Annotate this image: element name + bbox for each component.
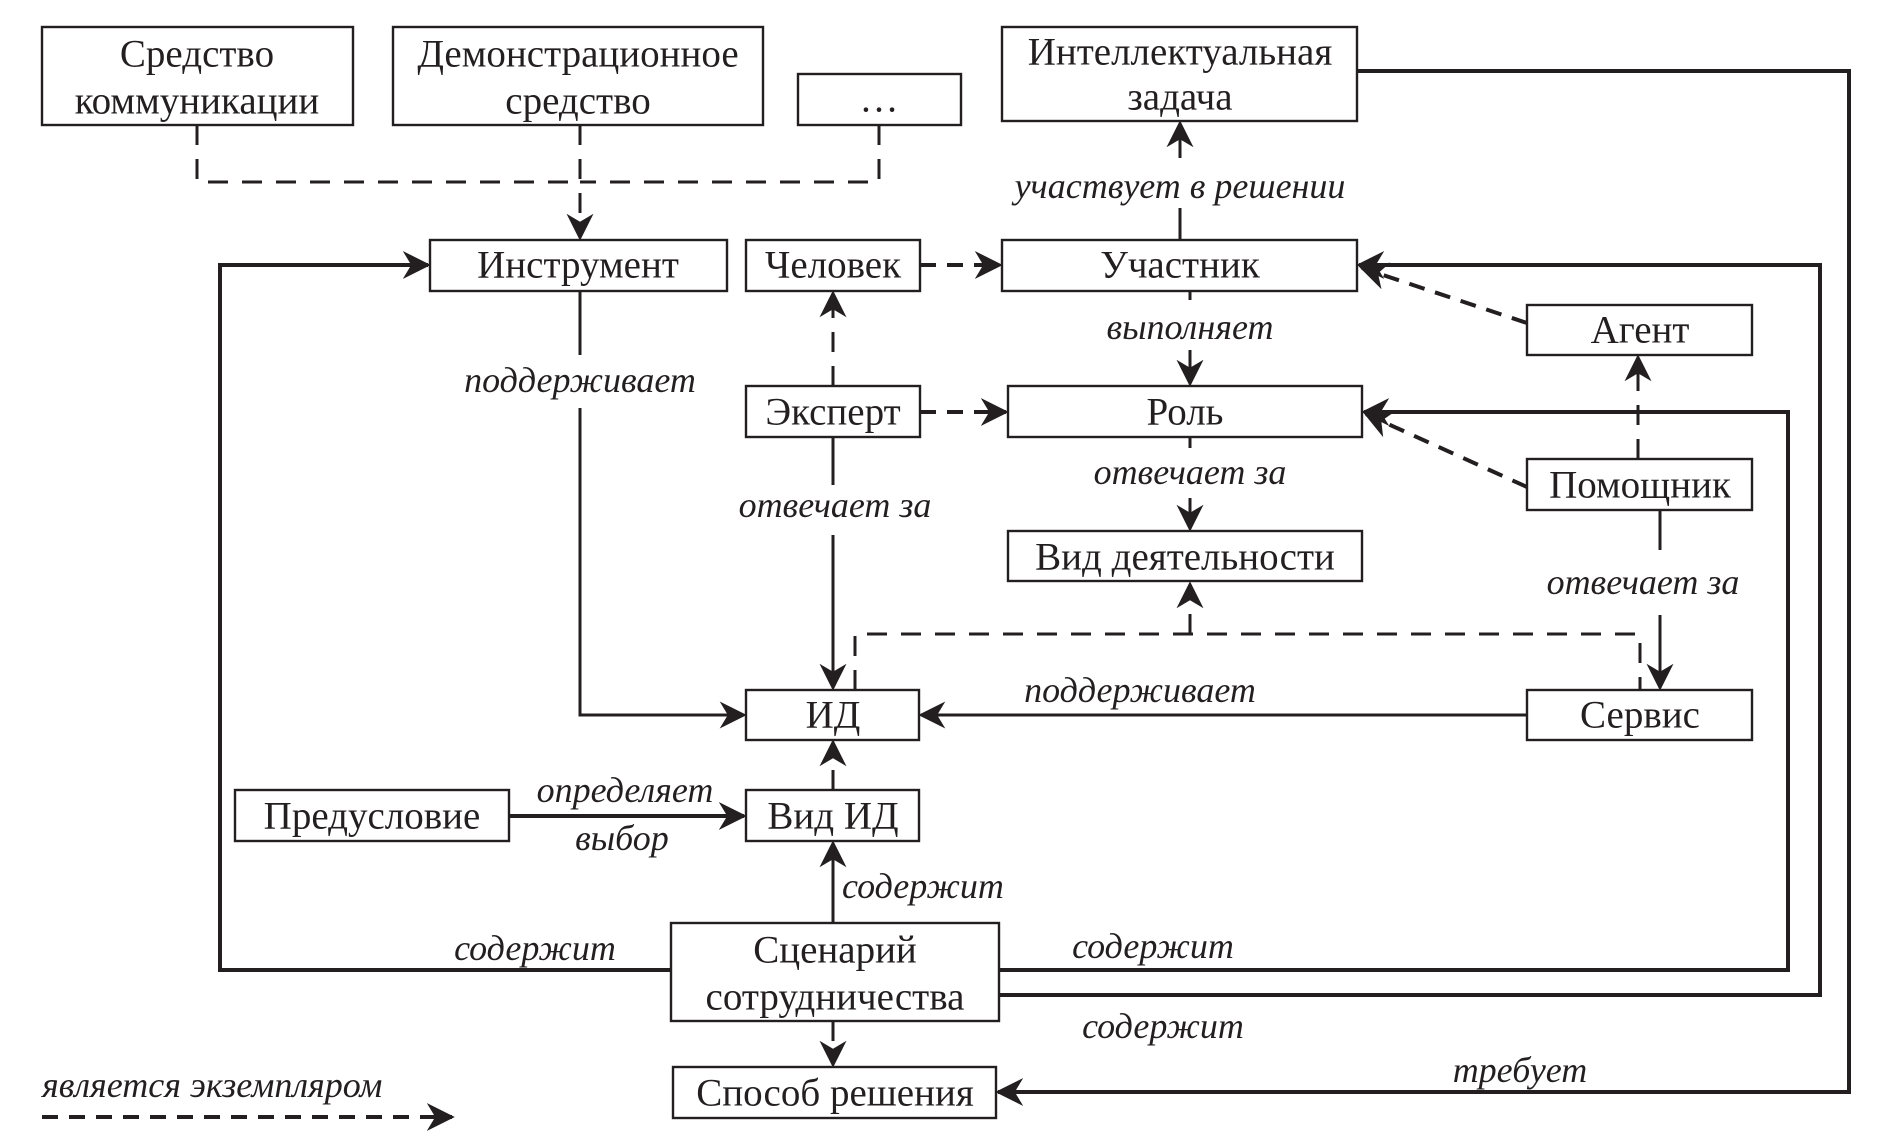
- edge-label-performs: выполняет: [1107, 307, 1274, 347]
- node-demo-means[interactable]: Демонстрационное средство: [391, 25, 765, 127]
- node-label: Человек: [765, 244, 901, 287]
- node-service[interactable]: Сервис: [1525, 688, 1754, 742]
- edge-scenario-to-participant: [999, 251, 1822, 997]
- node-label: Интеллектуальная: [1028, 31, 1333, 74]
- node-label: Способ решения: [696, 1072, 974, 1115]
- node-label: Вид ИД: [767, 795, 898, 838]
- node-label: Эксперт: [765, 391, 900, 434]
- edge-label-participates: участвует в решении: [1012, 166, 1346, 206]
- edge-label-supports-instrument: поддерживает: [464, 360, 696, 400]
- node-id[interactable]: ИД: [744, 688, 921, 742]
- node-label: Демонстрационное: [417, 33, 738, 76]
- node-label: …: [860, 78, 899, 121]
- edge-label-contains-instrument: содержит: [454, 928, 616, 968]
- edge-task-to-solution: [995, 69, 1851, 1106]
- node-label: Средство: [120, 33, 274, 76]
- node-participant[interactable]: Участник: [1000, 238, 1359, 293]
- edge-label-supports-service: поддерживает: [1024, 670, 1256, 710]
- node-agent[interactable]: Агент: [1525, 303, 1754, 357]
- edge-label-requires: требует: [1453, 1050, 1588, 1090]
- node-label: ИД: [806, 694, 861, 737]
- node-label: Роль: [1147, 391, 1224, 434]
- node-label: коммуникации: [75, 80, 320, 123]
- requires-label-bg: [1432, 1050, 1608, 1088]
- node-human[interactable]: Человек: [744, 238, 922, 293]
- node-label: Сценарий: [753, 929, 917, 972]
- node-label: Инструмент: [477, 244, 679, 287]
- node-label: Предусловие: [264, 795, 481, 838]
- edge-label-responsible-expert: отвечает за: [739, 485, 932, 525]
- edge-label-contains-idtype: содержит: [842, 866, 1004, 906]
- legend-label: является экземпляром: [40, 1065, 382, 1105]
- edge-instrument-to-id-b: [578, 408, 747, 729]
- edge-label-contains-participant: содержит: [1082, 1006, 1244, 1046]
- node-assistant[interactable]: Помощник: [1525, 457, 1754, 512]
- node-role[interactable]: Роль: [1006, 384, 1364, 439]
- node-label: задача: [1127, 76, 1232, 119]
- edge-scenario-to-role: [999, 398, 1790, 972]
- edge-agent-to-participant: [1359, 262, 1528, 325]
- node-expert[interactable]: Эксперт: [744, 384, 922, 439]
- node-intellectual-task[interactable]: Интеллектуальная задача: [1000, 25, 1359, 123]
- node-precondition[interactable]: Предусловие: [233, 788, 511, 843]
- node-label: средство: [505, 80, 650, 123]
- legend: является экземпляром: [40, 1065, 455, 1131]
- node-label: Участник: [1100, 244, 1260, 287]
- node-label: Вид деятельности: [1035, 536, 1335, 579]
- node-communication-means[interactable]: Средство коммуникации: [40, 25, 355, 127]
- edge-label-determines: определяет: [537, 770, 714, 810]
- edge-label-responsible-role: отвечает за: [1094, 452, 1287, 492]
- node-id-type[interactable]: Вид ИД: [744, 788, 921, 843]
- edge-id-to-activity: [853, 632, 1642, 690]
- edge-assistant-to-role: [1363, 411, 1528, 489]
- node-label: Помощник: [1549, 464, 1731, 507]
- node-activity-type[interactable]: Вид деятельности: [1006, 529, 1364, 583]
- node-scenario[interactable]: Сценарий сотрудничества: [669, 921, 1001, 1023]
- edge-communication-to-bus: [195, 125, 580, 184]
- edge-label-responsible-assistant: отвечает за: [1547, 562, 1740, 602]
- edge-label-contains-role: содержит: [1072, 926, 1234, 966]
- node-label: сотрудничества: [706, 976, 965, 1019]
- node-ellipsis[interactable]: …: [796, 72, 963, 127]
- edge-ellipsis-to-bus: [580, 125, 881, 184]
- edge-label-choice: выбор: [575, 818, 669, 858]
- node-instrument[interactable]: Инструмент: [428, 238, 729, 293]
- node-solution-method[interactable]: Способ решения: [671, 1065, 998, 1120]
- edge-scenario-to-instrument: [218, 251, 671, 972]
- node-label: Сервис: [1580, 694, 1700, 737]
- node-label: Агент: [1591, 309, 1690, 352]
